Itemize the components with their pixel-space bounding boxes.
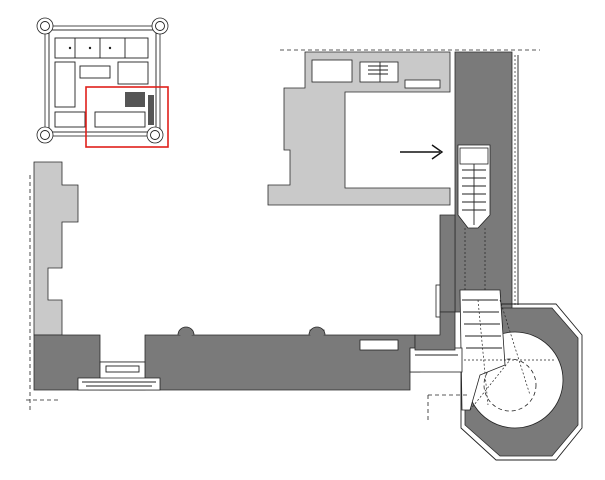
inset-key-plan <box>36 17 169 148</box>
inset-stair-block <box>125 92 145 107</box>
inset-tower-se <box>146 126 164 144</box>
south-wall <box>33 326 421 391</box>
west-wall-light <box>33 161 79 336</box>
inset-inner-wall <box>48 29 157 133</box>
east-wall <box>454 51 519 313</box>
inset-outer-wall <box>44 25 161 137</box>
tower-inner-circle <box>483 358 537 412</box>
east-connector-wall <box>439 214 456 313</box>
inset-west-range <box>54 61 76 108</box>
inset-tower-ne <box>151 17 169 35</box>
doorway-steps <box>77 377 161 391</box>
inset-tower-nw <box>36 17 54 35</box>
direction-arrow <box>400 144 444 160</box>
north-block <box>267 49 540 206</box>
north-stair-room <box>359 61 399 83</box>
inset-north-range <box>54 37 149 59</box>
arrow-right-icon <box>431 144 444 160</box>
inset-highlight-box <box>85 86 169 148</box>
tower-stair-passage <box>459 289 506 411</box>
inset-tower-sw <box>36 126 54 144</box>
inset-south-range <box>94 111 146 128</box>
corner-tower <box>409 284 583 461</box>
tower-entry <box>409 347 463 373</box>
north-block-light <box>267 51 451 206</box>
